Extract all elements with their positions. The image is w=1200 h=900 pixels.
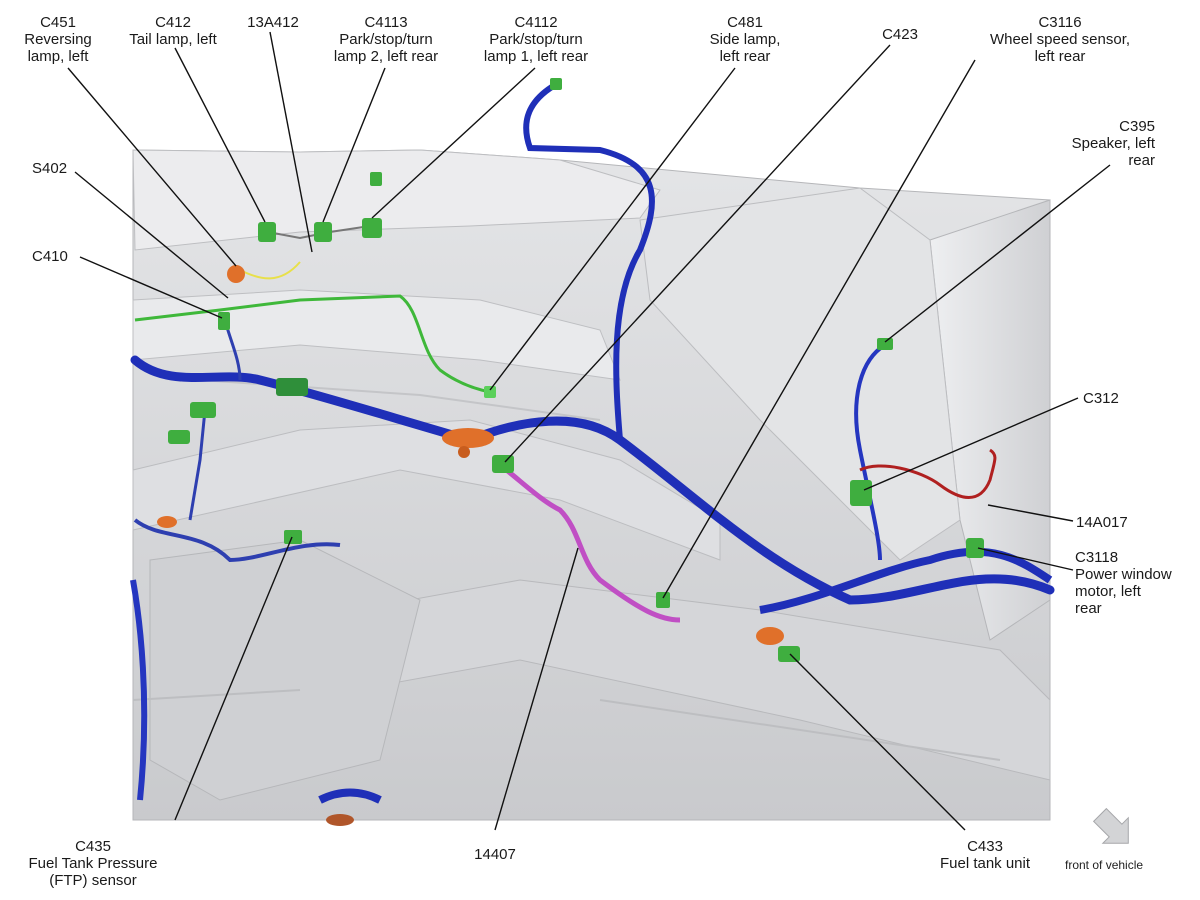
main-harness-trunk	[130, 355, 1055, 605]
label-c3116: C3116 Wheel speed sensor, left rear	[989, 14, 1131, 65]
leader-c3116	[662, 59, 976, 599]
label-c481: C481 Side lamp, left rear	[709, 14, 781, 65]
floor-rib-1	[132, 689, 301, 701]
leader-c4112	[371, 67, 536, 219]
connector-c451	[227, 265, 245, 283]
leader-c451	[67, 67, 237, 267]
speaker-branch-harness	[854, 343, 887, 561]
grommet-center-post	[458, 446, 470, 458]
connector-c312	[850, 480, 872, 506]
components	[157, 78, 984, 826]
crossmember-middle	[132, 419, 721, 561]
connector-left-2	[168, 430, 190, 444]
red-14a017-harness	[859, 448, 997, 499]
leader-lines	[67, 31, 1111, 831]
leader-c435	[174, 536, 293, 821]
main-harness-lower	[759, 547, 1053, 614]
crossmember-upper	[132, 289, 621, 381]
connector-c395	[877, 338, 893, 350]
label-14a017: 14A017	[1076, 514, 1128, 531]
far-left-harness	[130, 579, 148, 801]
label-c412: C412 Tail lamp, left	[129, 14, 217, 48]
connector-c412	[258, 222, 276, 242]
leader-14407	[494, 547, 579, 831]
label-c312: C312	[1083, 390, 1119, 407]
leader-c312	[863, 397, 1079, 491]
connector-left-1	[190, 402, 216, 418]
label-c451: C451 Reversing lamp, left	[24, 14, 92, 65]
crossmember-lower	[299, 579, 1051, 781]
label-c395: C395 Speaker, left rear	[1071, 118, 1155, 169]
leader-c412	[174, 47, 266, 223]
front-of-vehicle-label: front of vehicle	[1065, 858, 1144, 872]
leader-14a017	[987, 504, 1074, 522]
vehicle-body	[132, 149, 1051, 821]
leader-c433	[789, 653, 966, 831]
harnesses	[130, 82, 1055, 804]
arrow-down-right-icon	[1092, 807, 1129, 844]
leader-c481	[489, 67, 736, 391]
label-c410: C410	[32, 248, 68, 265]
connector-top	[370, 172, 382, 186]
label-c433: C433 Fuel tank unit	[939, 838, 1031, 872]
connector-c4113	[314, 222, 332, 242]
label-c3118: C3118 Power window motor, left rear	[1075, 549, 1172, 617]
connector-c4112	[362, 218, 382, 238]
connector-mid-left	[276, 378, 308, 396]
grommet-left	[157, 516, 177, 528]
connector-c433	[778, 646, 800, 662]
leader-c410	[79, 256, 223, 319]
left-branch-harness	[133, 518, 341, 563]
label-c423: C423	[882, 26, 918, 43]
grommet-right	[756, 627, 784, 645]
label-c435: C435 Fuel Tank Pressure (FTP) sensor	[28, 838, 158, 889]
yellow-pigtail	[239, 261, 301, 280]
leader-c4113	[322, 67, 386, 223]
connector-c410	[218, 312, 230, 330]
connector-c481	[484, 386, 496, 398]
left-vertical-harness	[188, 409, 207, 521]
connector-c435	[284, 530, 302, 544]
connector-c3118	[966, 538, 984, 558]
label-s402: S402	[32, 160, 68, 177]
connector-c3116	[656, 592, 670, 608]
grommet-bottom	[326, 814, 354, 826]
floor-rib-2	[599, 699, 1001, 761]
rear-riser-harness	[523, 82, 655, 441]
leader-13a412	[269, 31, 313, 253]
green-lamp-harness	[134, 294, 491, 394]
label-c4112: C4112 Park/stop/turn lamp 1, left rear	[483, 14, 589, 65]
label-13a412: 13A412	[247, 14, 299, 31]
label-14407: 14407	[474, 846, 516, 863]
magenta-14407-harness	[498, 463, 681, 623]
leader-c3118	[977, 547, 1074, 571]
connector-top-end	[550, 78, 562, 90]
leader-c423	[504, 44, 891, 463]
connector-c423	[492, 455, 514, 473]
leader-c395	[884, 164, 1111, 343]
label-c4113: C4113 Park/stop/turn lamp 2, left rear	[333, 14, 439, 65]
leader-s402	[74, 171, 229, 299]
grommet-center	[442, 428, 494, 448]
lower-harness-stub	[318, 788, 382, 804]
